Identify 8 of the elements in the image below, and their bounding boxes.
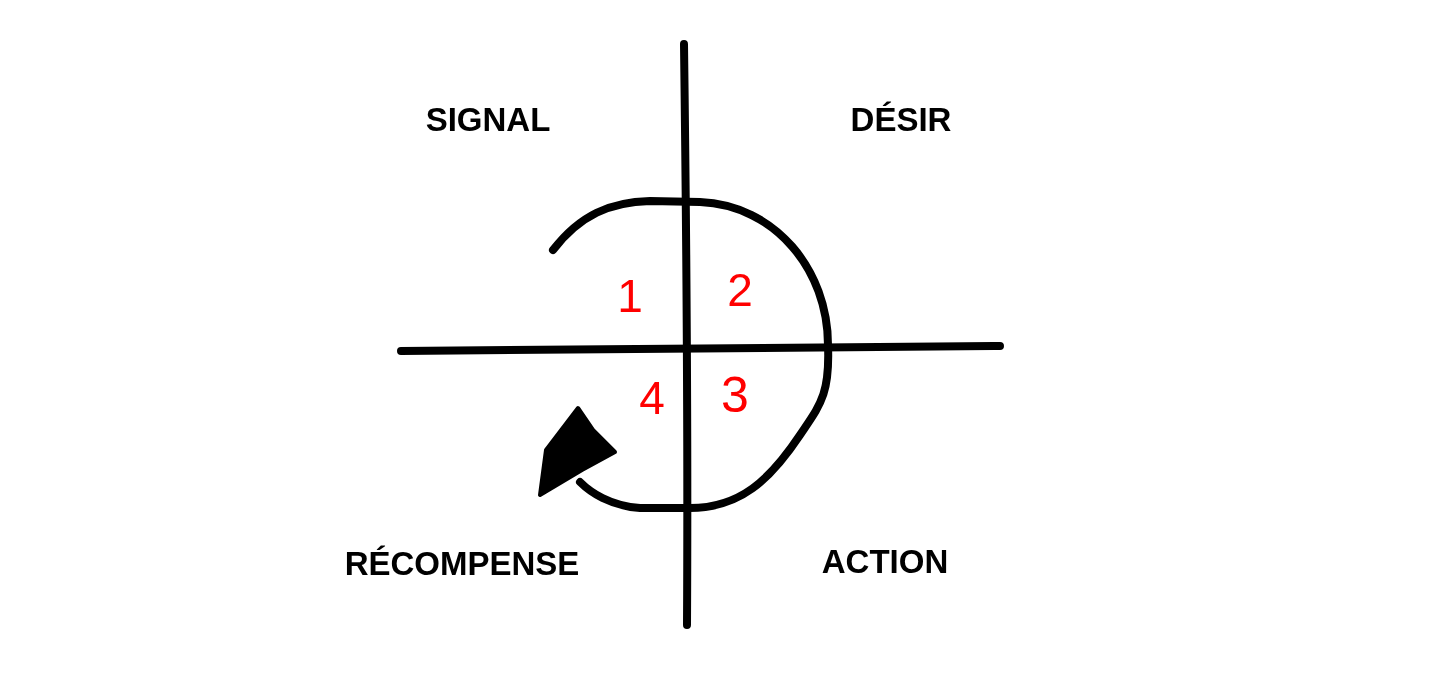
quadrant-label: DÉSIR <box>850 102 952 136</box>
quadrant-label: ACTION <box>821 544 949 578</box>
quadrant-label: SIGNAL <box>425 102 551 136</box>
step-number: 1 <box>617 273 643 319</box>
step-number: 4 <box>639 375 665 421</box>
quadrant-label: RÉCOMPENSE <box>344 546 580 580</box>
step-number: 3 <box>721 370 749 420</box>
step-number: 2 <box>727 267 753 313</box>
